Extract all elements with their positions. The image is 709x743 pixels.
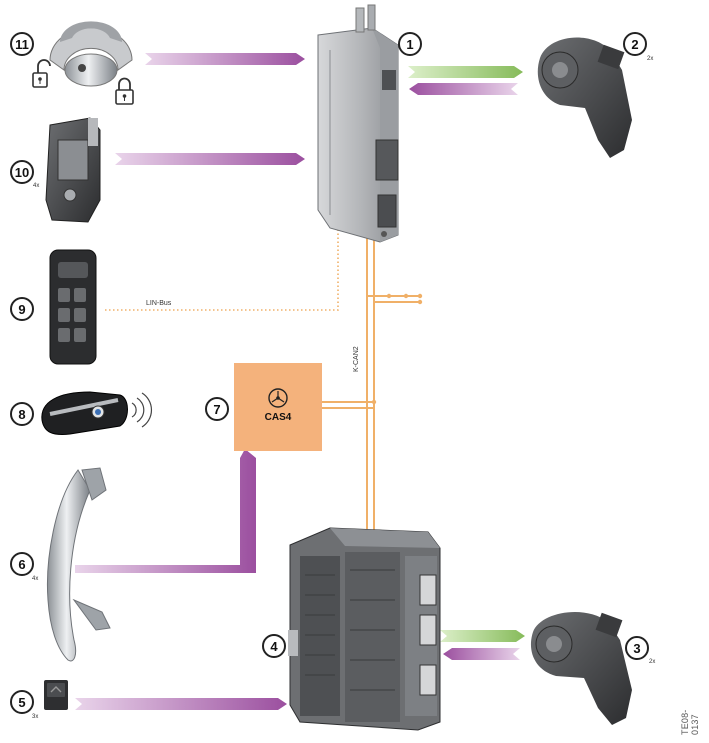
arrow-3-to-4: [443, 648, 520, 660]
footwell-module-image: [317, 4, 399, 243]
arrow-6-to-7: [75, 449, 256, 573]
key-fob-image: [41, 391, 152, 435]
quantity-6: 4x: [32, 576, 39, 582]
arrow-5-to-4: [75, 698, 287, 710]
callout-9: 9: [10, 297, 34, 321]
window-motor-image-2: [537, 37, 632, 159]
quantity-5: 3x: [32, 714, 39, 720]
arrow-2-to-1: [409, 83, 518, 95]
callout-1: 1: [398, 32, 422, 56]
switch-block-image: [49, 249, 97, 365]
callout-11: 11: [10, 32, 34, 56]
lin-bus-label: LIN-Bus: [146, 300, 172, 307]
cas-symbol-icon: [268, 388, 288, 408]
quantity-10: 4x: [33, 183, 40, 189]
locked-padlock-icon: [115, 77, 134, 105]
callout-8: 8: [10, 402, 34, 426]
arrow-4-to-3: [440, 630, 525, 642]
window-motor-image-3: [530, 611, 632, 725]
figure-id: TE08-0137: [680, 709, 700, 735]
cas-label: CAS4: [264, 412, 292, 423]
callout-6: 6: [10, 552, 34, 576]
quantity-3: 2x: [649, 659, 656, 665]
callout-5: 5: [10, 690, 34, 714]
callout-10: 10: [10, 160, 34, 184]
arrow-1-to-2: [408, 66, 523, 78]
door-lock-image: [45, 117, 101, 223]
door-handle-image: [47, 467, 111, 662]
junction-box-image: [288, 527, 441, 731]
arrow-11-to-1: [145, 53, 305, 65]
kcan-bus-label: K-CAN2: [353, 346, 360, 372]
callout-2: 2: [623, 32, 647, 56]
kcan-bus-lines: [322, 228, 420, 540]
signal-arrows: [75, 53, 525, 710]
quantity-2: 2x: [647, 56, 654, 62]
switch-image-5: [44, 680, 68, 710]
lock-cylinder-image: [49, 21, 133, 87]
cas-control-unit: CAS4: [234, 363, 322, 451]
unlocked-padlock-icon: [32, 59, 51, 88]
callout-4: 4: [262, 634, 286, 658]
kcan-bus-nodes: [371, 293, 423, 405]
arrow-10-to-1: [115, 153, 305, 165]
lin-bus-line: [105, 228, 339, 311]
callout-3: 3: [625, 636, 649, 660]
callout-7: 7: [205, 397, 229, 421]
